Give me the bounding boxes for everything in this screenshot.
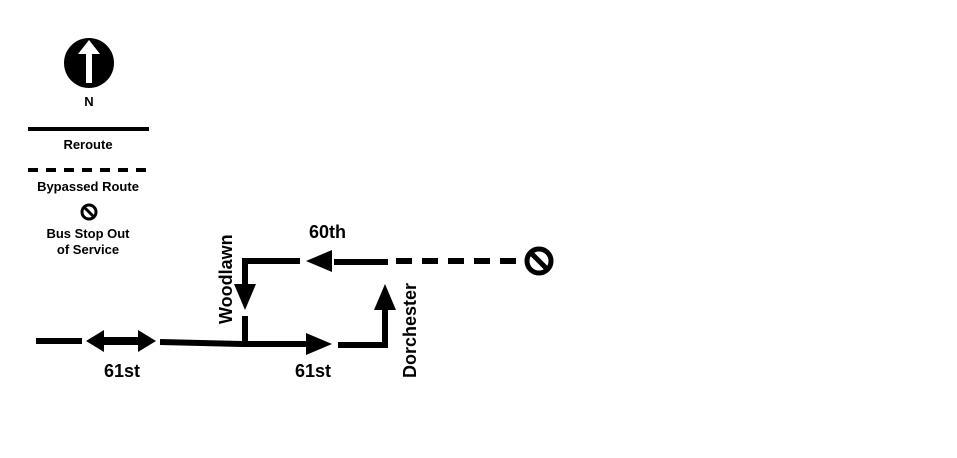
route-61st-mid-segment — [159, 339, 243, 347]
label-dorchester: Dorchester — [400, 283, 420, 378]
no-stop-icon — [80, 203, 98, 221]
bypassed-legend-label: Bypassed Route — [37, 179, 139, 194]
westbound-arrow-icon — [306, 250, 332, 272]
north-label: N — [84, 94, 93, 109]
route — [36, 246, 554, 355]
two-way-arrow-icon — [86, 330, 156, 352]
label-61st-west: 61st — [104, 361, 140, 381]
north-arrow-icon — [64, 38, 114, 88]
no-stop-icon — [524, 246, 554, 276]
stop-out-label-line2: of Service — [57, 242, 119, 257]
label-61st-east: 61st — [295, 361, 331, 381]
eastbound-arrow-icon — [306, 333, 332, 355]
street-labels: 61st 61st 60th Woodlawn Dorchester — [104, 222, 420, 381]
southbound-arrow-icon — [234, 284, 256, 310]
northbound-arrow-icon — [374, 284, 396, 310]
legend: N Reroute Bypassed Route Bus Stop Out of… — [28, 38, 149, 257]
reroute-legend-label: Reroute — [63, 137, 112, 152]
stop-out-label-line1: Bus Stop Out — [46, 226, 130, 241]
label-woodlawn: Woodlawn — [216, 234, 236, 324]
label-60th: 60th — [309, 222, 346, 242]
